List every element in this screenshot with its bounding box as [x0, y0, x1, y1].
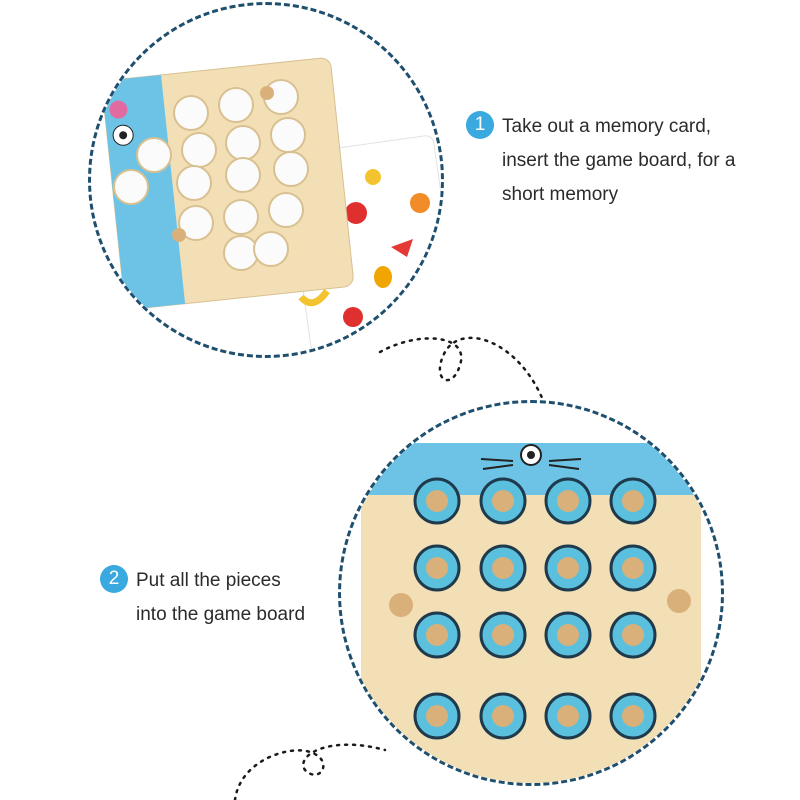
step-number-badge: 2 [100, 565, 128, 593]
game-board-with-pieces-icon [361, 443, 701, 783]
step-description: Take out a memory card, insert the game … [502, 116, 736, 205]
step-2: 2 Put all the pieces into the game board [100, 564, 305, 632]
step-description: Put all the pieces into the game board [136, 570, 306, 625]
step-1: 1 Take out a memory card, insert the gam… [466, 110, 735, 212]
step-number-badge: 1 [466, 111, 494, 139]
memory-card-board-icon [101, 57, 441, 354]
memory-card-photo [88, 2, 444, 358]
game-board-photo [338, 400, 724, 786]
